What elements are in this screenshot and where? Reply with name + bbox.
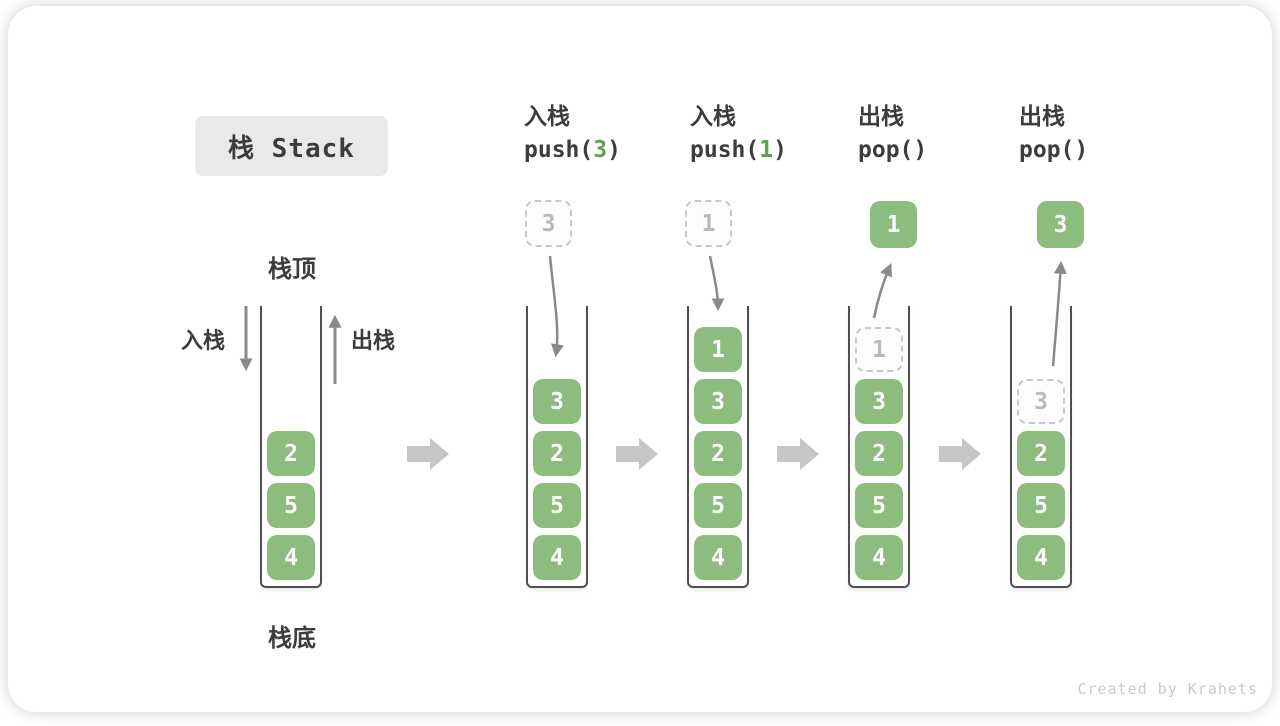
operation-code: pop() [858,132,1038,168]
step-arrow-4 [939,438,981,470]
stack-after-pop-1-container: 1 3 2 5 4 [848,306,910,588]
stack-cell-3: 3 [533,379,581,424]
operation-push-1: 入栈 push(1) [690,102,870,168]
step-arrow-2 [616,438,658,470]
push-1-arrow [708,255,725,312]
stack-bottom-label: 栈底 [268,624,316,652]
code-pre: pop() [1019,137,1089,163]
stack-cell-2: 2 [855,431,903,476]
incoming-cell-3: 3 [525,200,572,247]
operation-name: 出栈 [1019,104,1065,130]
code-pre: push( [524,137,594,163]
stack-top-label: 栈顶 [268,255,316,283]
operation-pop-second: 出栈 pop() [1019,102,1199,168]
diagram-card: 栈 Stack 入栈 push(3) 入栈 push(1) 出栈 pop() 出… [8,6,1272,712]
stack-initial-container: 2 5 4 [260,306,322,588]
stack-cell-4: 4 [267,535,315,580]
title-badge: 栈 Stack [195,116,388,176]
stack-cell-4: 4 [1017,535,1065,580]
stack-cell-1: 1 [694,327,742,372]
stack-cell-4: 4 [694,535,742,580]
stack-cell-3: 3 [855,379,903,424]
operation-name: 入栈 [524,104,570,130]
popped-cell-1: 1 [870,201,917,248]
code-pre: pop() [858,137,928,163]
stack-cell-2: 2 [267,431,315,476]
operation-name: 出栈 [858,104,904,130]
code-post: ) [773,137,787,163]
stack-cell-2: 2 [694,431,742,476]
stack-cell-4: 4 [533,535,581,580]
code-arg: 1 [759,137,774,163]
stack-cell-5: 5 [533,483,581,528]
stack-cell-5: 5 [694,483,742,528]
operation-pop-first: 出栈 pop() [858,102,1038,168]
title-text: 栈 Stack [228,133,355,164]
operation-code: pop() [1019,132,1199,168]
ghost-cell-1: 1 [855,327,903,372]
stack-cell-5: 5 [1017,483,1065,528]
operation-push-3: 入栈 push(3) [524,102,704,168]
stack-after-push-3-container: 3 2 5 4 [526,306,588,588]
code-arg: 3 [593,137,608,163]
stack-cell-5: 5 [267,483,315,528]
push-side-label: 入栈 [181,329,226,354]
code-post: ) [607,137,621,163]
operation-name: 入栈 [690,104,736,130]
stack-after-push-1-container: 1 3 2 5 4 [687,306,749,588]
operation-code: push(3) [524,132,704,168]
operation-code: push(1) [690,132,870,168]
step-arrow-3 [777,438,819,470]
stack-cell-2: 2 [533,431,581,476]
popped-cell-3: 3 [1037,201,1084,248]
incoming-cell-1: 1 [685,200,732,247]
pop-side-label: 出栈 [351,329,396,354]
ghost-cell-3: 3 [1017,379,1065,424]
watermark: Created by Krahets [1077,680,1258,698]
stack-after-pop-3-container: 3 2 5 4 [1010,306,1072,588]
step-arrow-1 [407,438,449,470]
code-pre: push( [690,137,760,163]
stack-cell-5: 5 [855,483,903,528]
stack-cell-4: 4 [855,535,903,580]
stack-cell-2: 2 [1017,431,1065,476]
stack-cell-3: 3 [694,379,742,424]
